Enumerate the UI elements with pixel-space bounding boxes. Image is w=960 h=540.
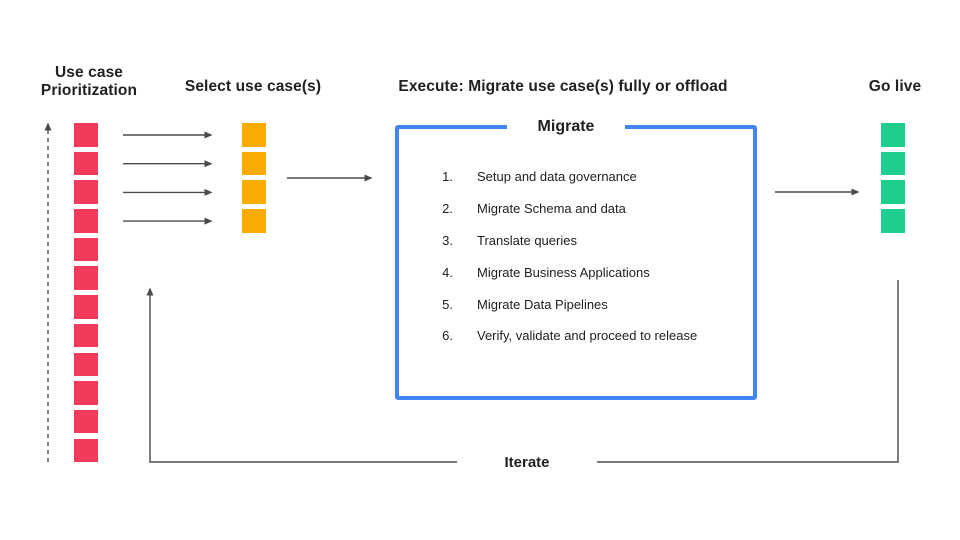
selected-use-case-square (242, 180, 266, 204)
live-use-case-column (881, 123, 905, 233)
selected-use-case-square (242, 151, 266, 176)
migrate-steps-list: 1. Setup and data governance 2. Migrate Sch… (399, 161, 753, 352)
prioritized-use-case-square (74, 151, 98, 176)
heading-execute-migrate: Execute: Migrate use case(s) fully or of… (398, 78, 728, 95)
migrate-step-number: 4. (442, 264, 453, 280)
prioritized-use-case-square (74, 123, 98, 147)
migrate-box-title: Migrate (507, 116, 625, 138)
migrate-step-label: Translate queries (477, 232, 577, 248)
live-use-case-square (881, 209, 905, 233)
prioritized-use-case-square (74, 180, 98, 204)
migrate-step-label: Migrate Schema and data (477, 201, 626, 217)
migrate-step-label: Migrate Business Applications (477, 264, 650, 280)
prioritized-use-case-square (74, 266, 98, 290)
heading-select-use-cases: Select use case(s) (184, 78, 322, 95)
migrate-step-number: 2. (442, 201, 453, 217)
selected-use-case-square (242, 209, 266, 233)
prioritized-use-case-square (74, 352, 98, 376)
prioritized-use-case-square (74, 295, 98, 319)
migrate-step: 2. Migrate Schema and data (399, 193, 753, 225)
migrate-step: 3. Translate queries (399, 225, 753, 257)
migrate-step-label: Verify, validate and proceed to release (477, 328, 698, 344)
live-use-case-square (881, 123, 905, 147)
heading-use-case-prioritization: Use case Prioritization (40, 64, 138, 99)
migrate-box: Migrate 1. Setup and data governance 2. Mig… (395, 116, 757, 400)
migrate-step-number: 1. (442, 169, 453, 185)
prioritized-use-case-square (74, 409, 98, 434)
live-use-case-square (881, 180, 905, 204)
migrate-step: 4. Migrate Business Applications (399, 256, 753, 288)
iterate-label: Iterate (457, 451, 597, 475)
migrate-step: 5. Migrate Data Pipelines (399, 288, 753, 320)
selected-use-case-column (242, 123, 266, 233)
migrate-step-number: 5. (442, 296, 453, 312)
prioritized-use-case-square (74, 323, 98, 348)
migrate-step-number: 3. (442, 232, 453, 248)
prioritized-use-case-square (74, 381, 98, 405)
heading-go-live: Go live (868, 78, 922, 95)
live-use-case-square (881, 151, 905, 176)
migrate-step-number: 6. (442, 328, 453, 344)
prioritized-use-case-square (74, 237, 98, 262)
prioritized-use-case-column (74, 123, 98, 463)
selected-use-case-square (242, 123, 266, 147)
migrate-step-label: Setup and data governance (477, 169, 637, 185)
migrate-step: 1. Setup and data governance (399, 161, 753, 193)
prioritized-use-case-square (74, 209, 98, 233)
migrate-step: 6. Verify, validate and proceed to releas… (399, 320, 753, 352)
prioritized-use-case-square (74, 438, 98, 463)
migrate-step-label: Migrate Data Pipelines (477, 296, 608, 312)
